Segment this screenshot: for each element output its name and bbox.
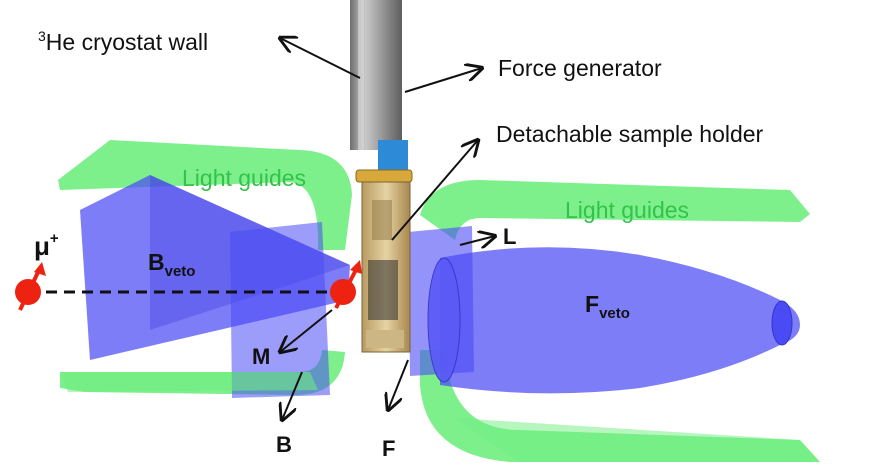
stopped-muon bbox=[330, 260, 362, 309]
backward-counter bbox=[230, 222, 330, 398]
arrow-l bbox=[459, 236, 495, 245]
cryostat-wall-label: 3He cryostat wall bbox=[38, 28, 208, 55]
bveto-label: Bveto bbox=[148, 249, 195, 280]
force-generator-label: Force generator bbox=[498, 55, 662, 81]
muon-label: μ+ bbox=[34, 230, 59, 261]
b-label: B bbox=[276, 432, 292, 457]
forward-veto-scintillator bbox=[427, 247, 800, 394]
force-generator-rod bbox=[350, 0, 413, 183]
light-guides-left-label: Light guides bbox=[182, 165, 306, 191]
detachable-sample-holder bbox=[361, 181, 411, 353]
arrow-m bbox=[280, 309, 333, 352]
l-label: L bbox=[503, 224, 516, 249]
arrow-f bbox=[388, 359, 409, 410]
arrow-b bbox=[282, 371, 303, 420]
m-label: M bbox=[252, 344, 270, 369]
fveto-label: Fveto bbox=[585, 291, 630, 322]
sample-holder-label: Detachable sample holder bbox=[496, 121, 764, 147]
incoming-muon bbox=[15, 262, 46, 311]
arrow-sample-holder bbox=[391, 140, 478, 241]
arrow-force-generator bbox=[404, 68, 482, 93]
light-guides-right-label: Light guides bbox=[565, 197, 689, 223]
f-label: F bbox=[382, 436, 395, 461]
arrow-cryostat-wall bbox=[280, 38, 361, 79]
